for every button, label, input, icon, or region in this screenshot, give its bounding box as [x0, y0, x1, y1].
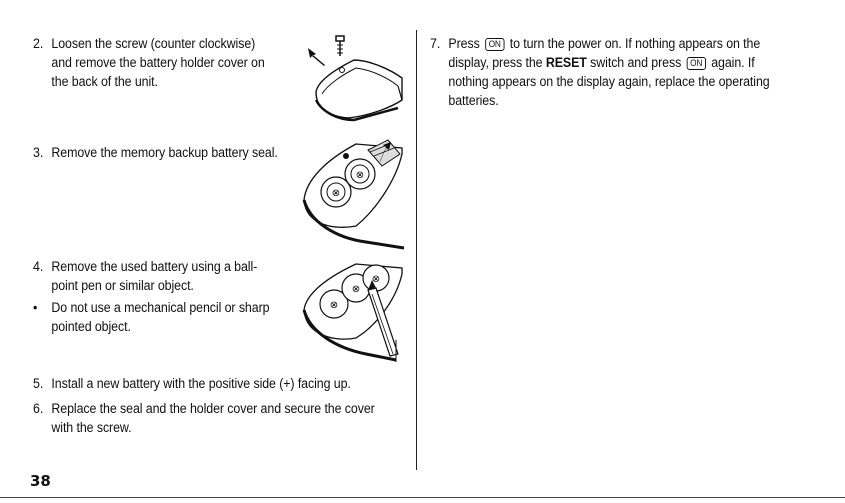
step-line: Do not use a mechanical pencil or sharp: [51, 300, 270, 315]
step-3: 3. Remove the memory backup battery seal…: [33, 143, 309, 162]
step-number: 2.: [33, 36, 44, 51]
step-line: the back of the unit.: [51, 74, 158, 89]
step-text: again. If: [711, 55, 755, 70]
step-line: with the screw.: [51, 420, 132, 435]
step-line: Press ON to turn the power on. If nothin…: [448, 34, 811, 53]
svg-text:⊗: ⊗: [330, 300, 338, 311]
step-line: Install a new battery with the positive …: [51, 376, 351, 391]
step-text: display, press the: [448, 55, 543, 70]
page-number: 38: [30, 472, 51, 490]
on-key-icon: ON: [686, 57, 707, 70]
step-5: 5. Install a new battery with the positi…: [33, 374, 401, 393]
ballpoint-pen-icon: [367, 280, 399, 362]
step-line: and remove the battery holder cover on: [51, 55, 265, 70]
step-number: 5.: [33, 376, 44, 391]
caution-note: • Do not use a mechanical pencil or shar…: [33, 298, 281, 336]
step-line: display, press the RESET switch and pres…: [448, 53, 811, 72]
step-6: 6. Replace the seal and the holder cover…: [33, 399, 410, 437]
step-number: 4.: [33, 259, 44, 274]
step-line: nothing appears on the display again, re…: [448, 74, 770, 89]
step-line: pointed object.: [51, 319, 131, 334]
column-divider: [416, 30, 417, 470]
bullet: •: [33, 300, 38, 315]
step-2: 2. Loosen the screw (counter clockwise) …: [33, 34, 300, 91]
step-text: Press: [448, 36, 480, 51]
remove-battery-illustration: ⊗ ⊗ ⊗: [302, 263, 403, 362]
step-line: Remove the used battery using a ball-: [51, 259, 258, 274]
svg-text:⊗: ⊗: [372, 274, 380, 285]
step-line: Remove the memory backup battery seal.: [51, 145, 278, 160]
step-line: Replace the seal and the holder cover an…: [51, 401, 375, 416]
step-line: point pen or similar object.: [51, 278, 194, 293]
reset-label: RESET: [545, 55, 587, 70]
battery-cover-illustration: [308, 35, 403, 122]
step-number: 3.: [33, 145, 44, 160]
svg-text:⊗: ⊗: [356, 170, 364, 181]
arrow-icon: [380, 142, 391, 162]
backup-battery-seal-illustration: ⊗ ⊗: [302, 139, 405, 250]
on-key-icon: ON: [484, 38, 505, 51]
step-7: 7. Press ON to turn the power on. If not…: [430, 34, 812, 110]
step-text: switch and press: [590, 55, 682, 70]
screw-icon: [335, 35, 345, 56]
arrow-icon: [308, 48, 325, 66]
step-line: batteries.: [448, 93, 499, 108]
svg-text:⊗: ⊗: [332, 188, 340, 199]
step-number: 6.: [33, 401, 44, 416]
step-line: Loosen the screw (counter clockwise): [51, 36, 256, 51]
svg-text:⊗: ⊗: [352, 284, 360, 295]
bottom-rule: [0, 497, 845, 498]
step-number: 7.: [430, 36, 441, 51]
step-text: to turn the power on. If nothing appears…: [509, 36, 761, 51]
step-4: 4. Remove the used battery using a ball-…: [33, 257, 281, 295]
